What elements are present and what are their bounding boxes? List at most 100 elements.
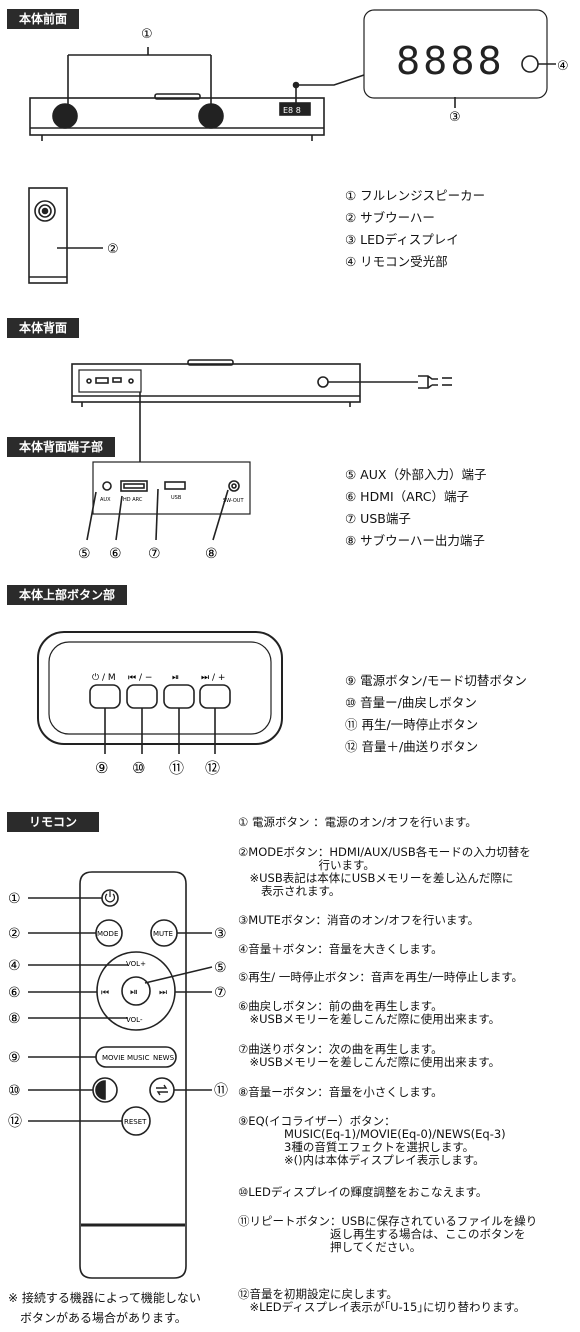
port-list: ⑤ AUX（外部入力）端子 ⑥ HDMI（ARC）端子 ⑦ USB端子 ⑧ サブ… <box>345 464 486 552</box>
marker-6: ⑥ <box>109 546 122 562</box>
remote-desc-2: ②MODEボタン：HDMI/AUX/USB各モードの入力切替を 行います。 ※U… <box>238 846 531 898</box>
remote-desc-3: ③MUTEボタン：消音のオン/オフを行います。 <box>238 914 479 927</box>
marker-11: ⑪ <box>169 759 184 777</box>
top-label-power-mode: ⏻ / M <box>92 672 116 683</box>
remote-desc-4: ④音量＋ボタン：音量を大きくします。 <box>238 943 443 956</box>
section-back: 本体背面 <box>7 318 80 338</box>
section-back-ports: 本体背面端子部 <box>7 437 116 457</box>
list-item: ⑫ 音量＋/曲送りボタン <box>345 739 479 754</box>
list-item: ⑧ サブウーハー出力端子 <box>345 533 485 548</box>
remote-desc-6: ⑥曲戻しボタン：前の曲を再生します。 ※USBメモリーを差しこんだ際に使用出来ま… <box>238 1000 500 1026</box>
front-led-digits: 8888 <box>396 39 505 83</box>
desc-line: 行います。 <box>238 858 375 872</box>
remote-mute-label: MUTE <box>153 930 173 938</box>
remote-desc-9: ⑨EQ(イコライザー）ボタン： MUSIC(Eq-1)/MOVIE(Eq-0)/… <box>238 1115 506 1167</box>
remote-marker-11: ⑪ <box>214 1083 228 1099</box>
desc-line: ※LEDディスプレイ表示が｢U-15｣に切り替わります。 <box>238 1300 526 1314</box>
marker-1: ① <box>141 27 153 42</box>
list-item: ⑤ AUX（外部入力）端子 <box>345 467 487 482</box>
top-label-play: ⏯ <box>172 673 179 683</box>
section-front: 本体前面 <box>7 9 80 29</box>
remote-music-label: MUSIC <box>127 1054 150 1062</box>
top-label-prev-vol: ⏮ / − <box>128 673 152 683</box>
marker-4: ④ <box>557 59 569 74</box>
remote-prev-icon: ⏮ <box>101 988 109 998</box>
desc-line: ⑧音量ーボタン：音量を小さくします。 <box>238 1085 443 1099</box>
remote-desc-12: ⑫音量を初期設定に戻します。 ※LEDディスプレイ表示が｢U-15｣に切り替わり… <box>238 1288 525 1314</box>
marker-2: ② <box>107 242 119 257</box>
remote-mode-label: MODE <box>97 930 118 938</box>
port-label-sub: SW-OUT <box>223 498 244 504</box>
remote-next-icon: ⏭ <box>159 988 167 998</box>
desc-line: ②MODEボタン：HDMI/AUX/USB各モードの入力切替を <box>238 845 531 859</box>
desc-line: ⑩LEDディスプレイの輝度調整をおこなえます。 <box>238 1185 488 1199</box>
remote-desc-10: ⑩LEDディスプレイの輝度調整をおこなえます。 <box>238 1186 487 1199</box>
remote-news-label: NEWS <box>153 1054 175 1062</box>
desc-line: 押してください。 <box>238 1240 422 1254</box>
front-parts-list: ① フルレンジスピーカー ② サブウーハー ③ LEDディスプレイ ④ リモコン… <box>345 185 485 273</box>
desc-line: ※()内は本体ディスプレイ表示します。 <box>238 1153 485 1167</box>
remote-marker-8: ⑧ <box>8 1011 21 1027</box>
top-label-next-vol: ⏭ / + <box>201 673 225 683</box>
desc-line: 表示されます。 <box>238 884 341 898</box>
soundbar-front-diagram <box>29 9 556 141</box>
remote-marker-4: ④ <box>8 958 21 974</box>
section-remote: リモコン <box>7 812 100 832</box>
subwoofer-diagram <box>28 187 103 284</box>
note-line: ボタンがある場合があります。 <box>8 1311 187 1325</box>
soundbar-back-diagram <box>71 359 452 541</box>
top-button-panel <box>37 631 283 754</box>
remote-movie-label: MOVIE <box>102 1054 125 1062</box>
list-item: ⑨ 電源ボタン/モード切替ボタン <box>345 673 527 688</box>
desc-line: 返し再生する場合は、ここのボタンを <box>238 1227 526 1241</box>
remote-reset-label: RESET <box>124 1118 147 1126</box>
marker-12: ⑫ <box>205 759 220 777</box>
remote-desc-5: ⑤再生/ 一時停止ボタン：音声を再生/一時停止します。 <box>238 971 523 984</box>
desc-line: ⑪リピートボタン：USBに保存されているファイルを繰り <box>238 1214 538 1228</box>
port-label-aux: AUX <box>100 497 111 503</box>
desc-line: ⑦曲送りボタン：次の曲を再生します。 <box>238 1042 443 1056</box>
remote-marker-12: ⑫ <box>8 1114 22 1130</box>
desc-line: MUSIC(Eq-1)/MOVIE(Eq-0)/NEWS(Eq-3) <box>238 1127 506 1141</box>
desc-line: ※USB表記は本体にUSBメモリーを差し込んだ際に <box>238 871 514 885</box>
desc-line: ① 電源ボタン ：電源のオン/オフを行います。 <box>238 815 477 829</box>
remote-vol-up-label: VOL+ <box>126 960 146 968</box>
desc-line: ※USBメモリーを差しこんだ際に使用出来ます。 <box>238 1012 501 1026</box>
remote-marker-7: ⑦ <box>214 985 227 1001</box>
compatibility-note: ※ 接続する機器によって機能しない ボタンがある場合があります。 <box>8 1288 201 1328</box>
marker-10: ⑩ <box>132 759 145 777</box>
note-line: ※ 接続する機器によって機能しない <box>8 1291 201 1305</box>
list-item: ⑪ 再生/一時停止ボタン <box>345 717 479 732</box>
desc-line: 3種の音質エフェクトを選択します。 <box>238 1140 475 1154</box>
marker-8: ⑧ <box>205 546 218 562</box>
desc-line: ※USBメモリーを差しこんだ際に使用出来ます。 <box>238 1055 501 1069</box>
list-item: ④ リモコン受光部 <box>345 254 448 269</box>
remote-desc-11: ⑪リピートボタン：USBに保存されているファイルを繰り 返し再生する場合は、ここ… <box>238 1215 537 1254</box>
list-item: ③ LEDディスプレイ <box>345 232 459 247</box>
marker-9: ⑨ <box>95 759 108 777</box>
section-top-buttons: 本体上部ボタン部 <box>7 585 128 605</box>
list-item: ⑩ 音量ー/曲戻しボタン <box>345 695 477 710</box>
remote-marker-1: ① <box>8 891 21 907</box>
marker-7: ⑦ <box>148 546 161 562</box>
remote-marker-2: ② <box>8 926 21 942</box>
list-item: ⑦ USB端子 <box>345 511 411 526</box>
desc-line: ③MUTEボタン：消音のオン/オフを行います。 <box>238 913 480 927</box>
remote-control-diagram <box>28 871 213 1279</box>
remote-play-pause-icon: ⏯ <box>130 987 138 998</box>
top-button-list: ⑨ 電源ボタン/モード切替ボタン ⑩ 音量ー/曲戻しボタン ⑪ 再生/一時停止ボ… <box>345 670 527 758</box>
marker-3: ③ <box>449 110 461 125</box>
remote-marker-9: ⑨ <box>8 1050 21 1066</box>
list-item: ⑥ HDMI（ARC）端子 <box>345 489 470 504</box>
desc-line: ⑨EQ(イコライザー）ボタン： <box>238 1114 396 1128</box>
list-item: ① フルレンジスピーカー <box>345 188 486 203</box>
remote-desc-7: ⑦曲送りボタン：次の曲を再生します。 ※USBメモリーを差しこんだ際に使用出来ま… <box>238 1043 500 1069</box>
remote-desc-1: ① 電源ボタン ：電源のオン/オフを行います。 <box>238 816 477 829</box>
remote-marker-6: ⑥ <box>8 985 21 1001</box>
desc-line: ⑥曲戻しボタン：前の曲を再生します。 <box>238 999 443 1013</box>
marker-5: ⑤ <box>78 546 91 562</box>
list-item: ② サブウーハー <box>345 210 435 225</box>
remote-marker-3: ③ <box>214 926 227 942</box>
remote-marker-5: ⑤ <box>214 960 227 976</box>
